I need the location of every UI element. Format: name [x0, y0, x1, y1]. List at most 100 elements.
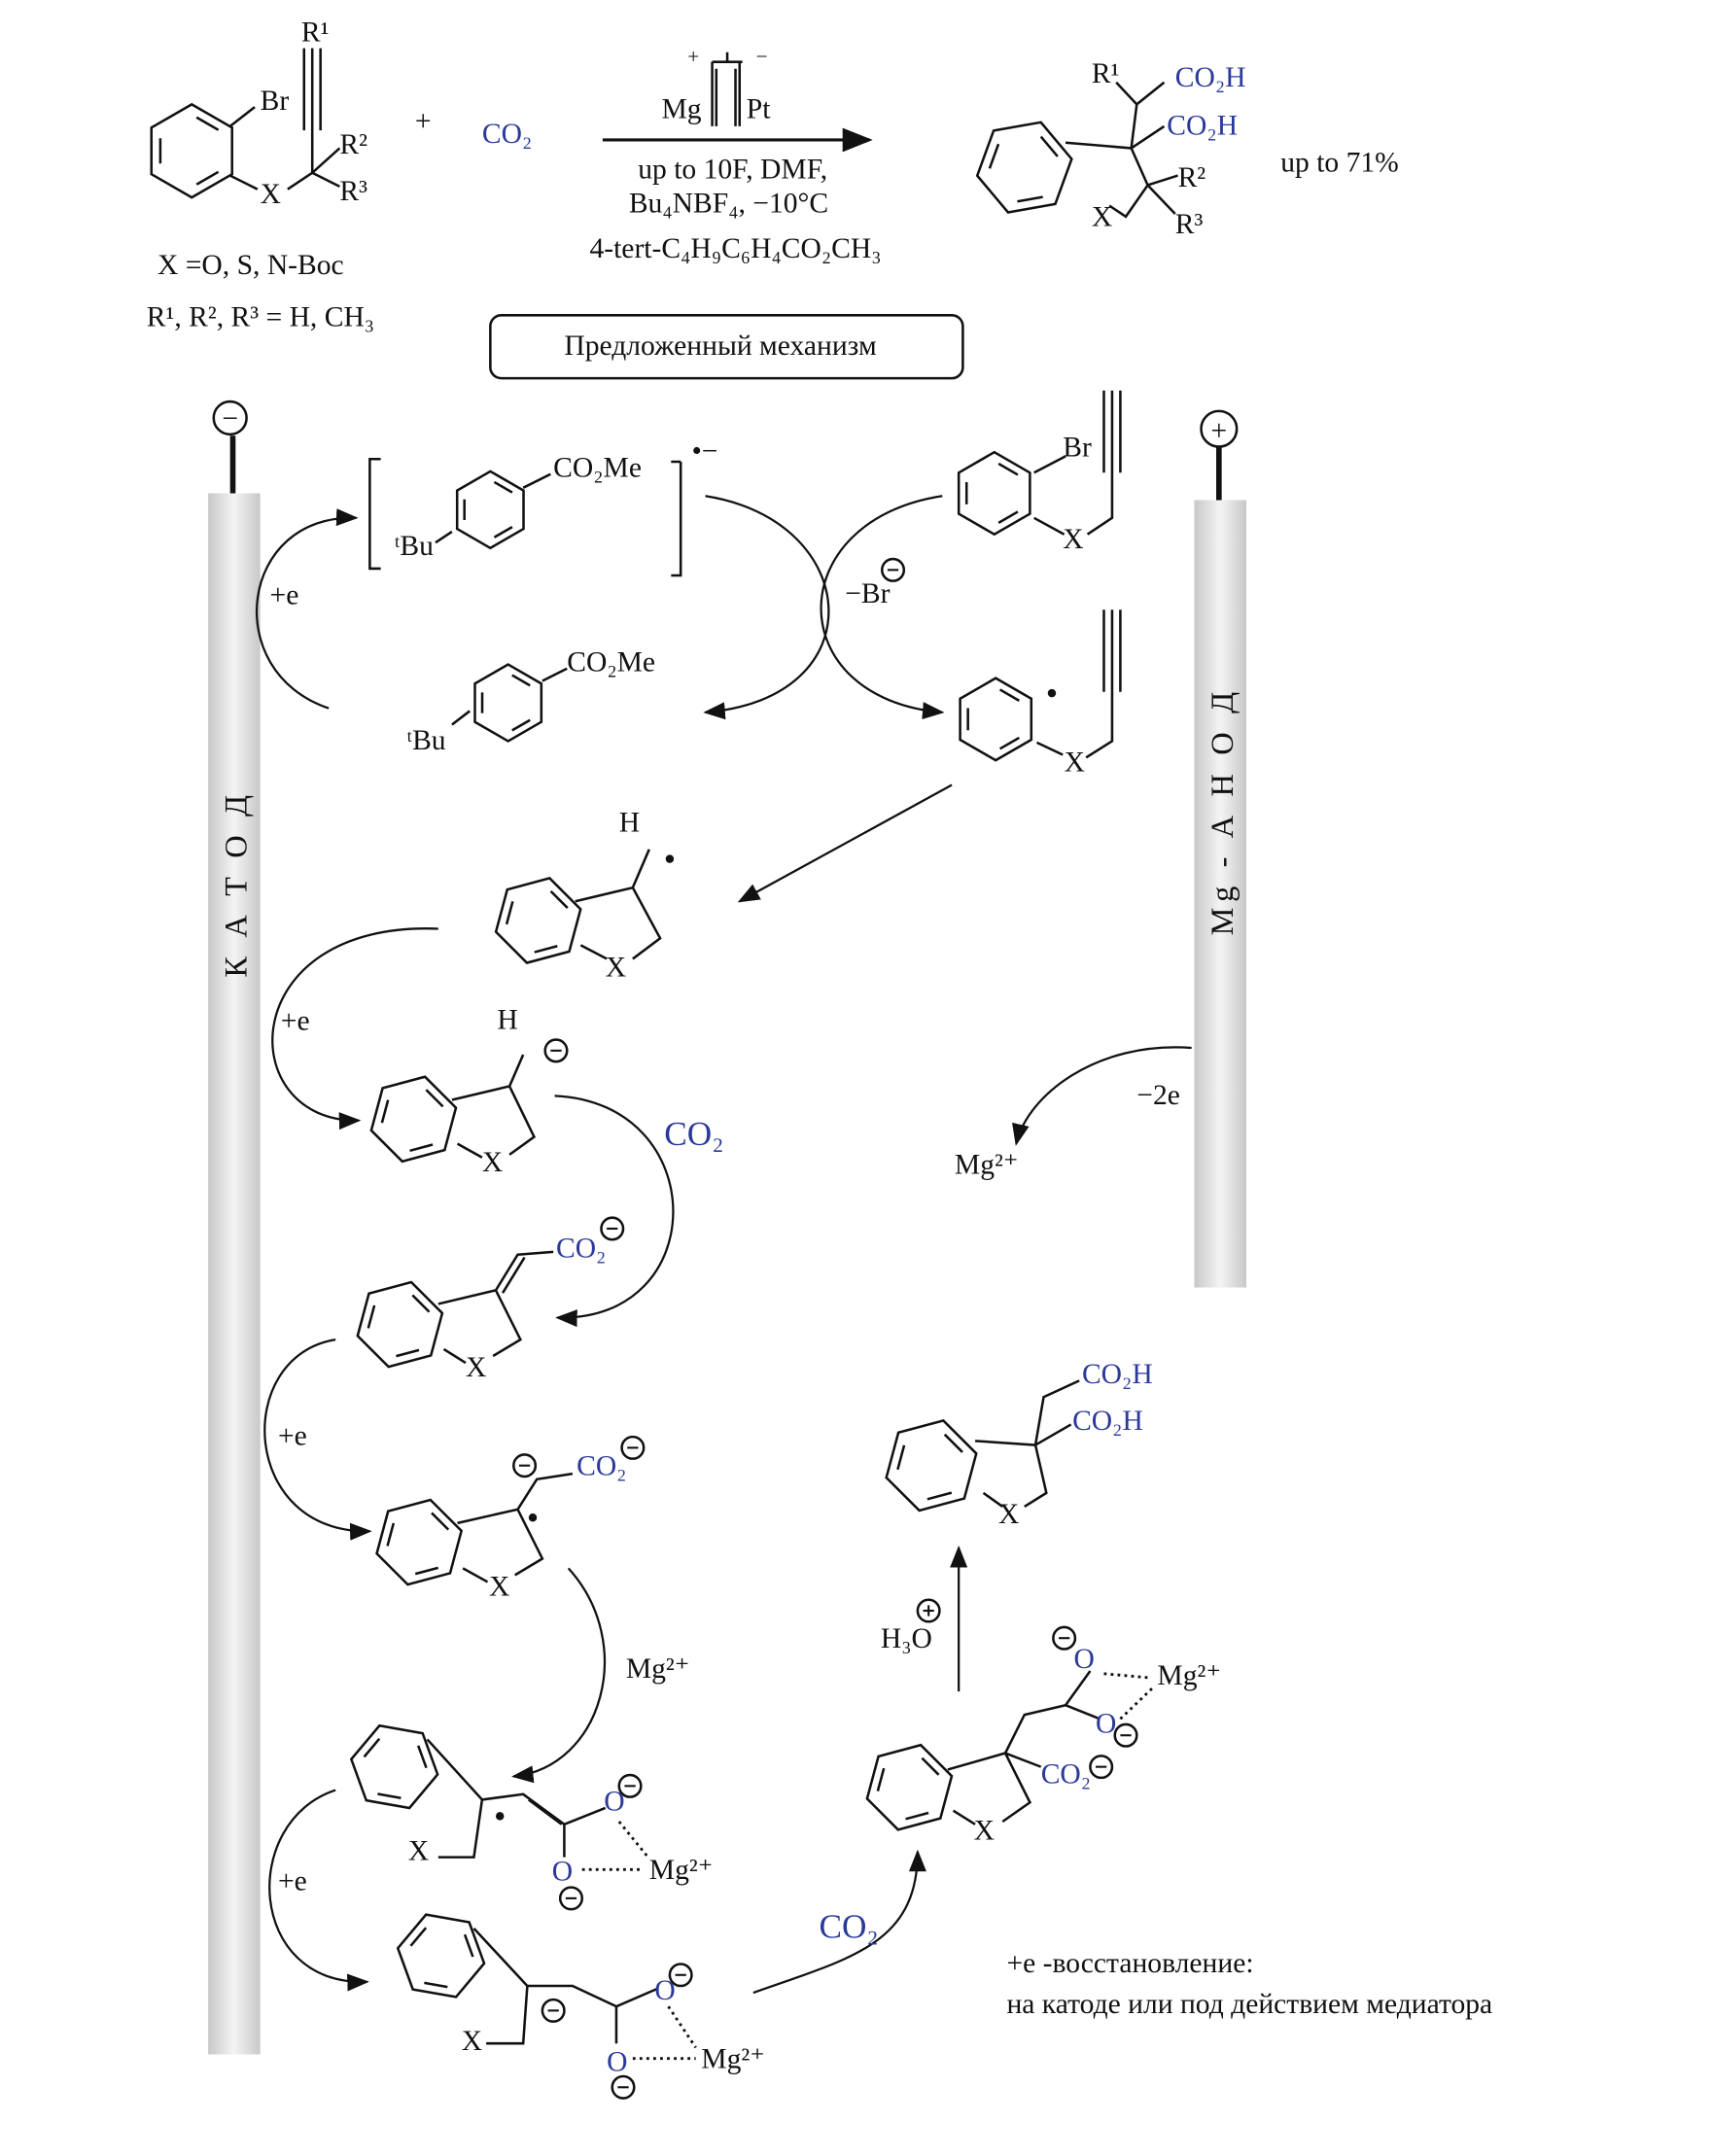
mg-product-co2: CO₂	[1041, 1759, 1091, 1791]
cell-minus: −	[756, 45, 768, 68]
double-bond	[998, 688, 1020, 702]
yield-label: up to 71%	[1280, 147, 1399, 178]
vinyl-radical-x: X	[606, 953, 626, 984]
plus-sign: +	[415, 106, 432, 137]
benzene-ring	[473, 663, 543, 743]
benzene-ring	[150, 102, 233, 199]
vinyl-radical-h: H	[619, 807, 640, 838]
double-bond	[386, 1522, 396, 1547]
cell-anode: Mg	[661, 93, 701, 124]
double-bond	[534, 945, 558, 954]
carboxylate-x: X	[466, 1352, 486, 1383]
double-bond	[926, 1491, 953, 1501]
final-x: X	[998, 1499, 1019, 1530]
double-bond	[921, 1756, 940, 1776]
final-co2h-2: CO₂H	[1072, 1406, 1143, 1437]
double-bond	[876, 1767, 886, 1791]
minus-br: −Br	[845, 578, 890, 609]
radical-dianion-x: X	[489, 1572, 509, 1603]
chelate1-x: X	[408, 1835, 429, 1866]
co2-step: CO₂	[664, 1115, 723, 1153]
product-x: X	[1092, 202, 1112, 233]
mg-product-mg: Mg²⁺	[1157, 1660, 1221, 1691]
condition-2: Bu₄NBF₄, −10°C	[629, 189, 828, 220]
chelate1-o1: O	[604, 1787, 624, 1818]
chelate1-o2: O	[552, 1857, 573, 1888]
bonds	[208, 48, 1247, 2100]
benzene-rings	[150, 102, 1073, 1999]
note-line-1: +e -восстановление:	[1006, 1948, 1253, 1979]
anode-bar	[1194, 500, 1247, 1288]
mediator-anion-charge: •−	[691, 436, 717, 468]
benzene-ring	[375, 1498, 464, 1586]
mechanism-title: Предложенный механизм	[564, 330, 877, 362]
double-bond	[493, 526, 513, 539]
benzene-ring	[957, 450, 1031, 537]
double-bond	[1039, 135, 1059, 157]
cathode-sign: −	[222, 403, 238, 435]
chelate2-x: X	[462, 2026, 482, 2057]
vinyl-anion-h: H	[497, 1004, 517, 1035]
benzene-ring	[494, 877, 582, 964]
double-bond	[380, 1099, 390, 1124]
benzene-ring	[369, 1075, 458, 1164]
cell-plus: +	[687, 45, 699, 68]
mediator-anion-co2me: CO₂Me	[553, 453, 642, 484]
benzene-ring	[396, 1913, 486, 1999]
anode-sign: +	[1210, 415, 1227, 446]
co2-final-step: CO₂	[819, 1908, 878, 1946]
benzene-ring	[455, 469, 525, 550]
product-co2h-1: CO₂H	[1175, 62, 1246, 93]
product-co2h-2: CO₂H	[1167, 110, 1238, 141]
double-bond	[943, 1433, 963, 1453]
carboxylate-co2: CO₂	[556, 1234, 606, 1265]
vinyl-anion-x: X	[482, 1147, 503, 1178]
mediator-tbu: ᵗBu	[406, 725, 445, 756]
benzene-ring	[356, 1280, 444, 1369]
benzene-ring	[975, 121, 1073, 214]
reactant-x: X	[261, 179, 281, 210]
double-bond	[463, 1933, 474, 1958]
double-bond	[195, 170, 220, 186]
condition-1: up to 10F, DMF,	[638, 154, 827, 185]
double-bond	[195, 116, 220, 131]
plus-e-4: +e	[278, 1865, 307, 1896]
h3o-label: H₃O	[881, 1623, 932, 1654]
substrate-br: Br	[1063, 432, 1092, 463]
chelate1-mg: Mg²⁺	[649, 1855, 714, 1886]
benzene-ring	[885, 1419, 978, 1513]
double-bond	[425, 1089, 444, 1108]
double-bond	[431, 1512, 450, 1531]
double-bond	[1017, 195, 1043, 203]
mg-product-o2: O	[1096, 1708, 1116, 1739]
chelate2-mg: Mg²⁺	[701, 2044, 765, 2075]
double-bond	[997, 462, 1019, 476]
chelate2-o1: O	[654, 1975, 675, 2006]
benzene-ring	[349, 1723, 439, 1810]
product-r1: R¹	[1092, 58, 1120, 89]
aryl-radical-x: X	[1065, 747, 1085, 778]
double-bond	[377, 1792, 402, 1799]
double-bond	[411, 1294, 431, 1313]
product-r3: R³	[1175, 209, 1204, 240]
double-bond	[416, 1745, 428, 1769]
double-bond	[367, 1304, 376, 1329]
benzene-ring	[865, 1743, 954, 1831]
double-bond	[511, 718, 531, 732]
mg-product-o1: O	[1073, 1644, 1094, 1675]
mediator-co2me: CO₂Me	[567, 647, 655, 678]
top-scheme: R¹ Br X R² R³ + CO₂ + − Mg Pt up to 10F,…	[147, 17, 1399, 363]
plus-e-2: +e	[281, 1006, 310, 1037]
double-bond	[905, 1811, 929, 1821]
minus-2e: −2e	[1136, 1080, 1180, 1111]
double-bond	[988, 143, 1000, 169]
mechanism: ᵗBu CO₂Me •− ᵗBu CO₂Me +e −Br Br X X H X…	[270, 432, 1493, 2077]
double-bond	[998, 736, 1020, 750]
anode-label: Mg - А Н О Д	[1205, 686, 1240, 935]
double-bond	[505, 901, 514, 925]
substrate-x: X	[1063, 524, 1083, 555]
cell-cathode: Pt	[747, 93, 771, 124]
co2-reagent: CO₂	[482, 119, 532, 150]
reactant-r2: R²	[339, 129, 367, 160]
electrodes: − + К А Т О Д Mg - А Н О Д	[220, 403, 1240, 978]
